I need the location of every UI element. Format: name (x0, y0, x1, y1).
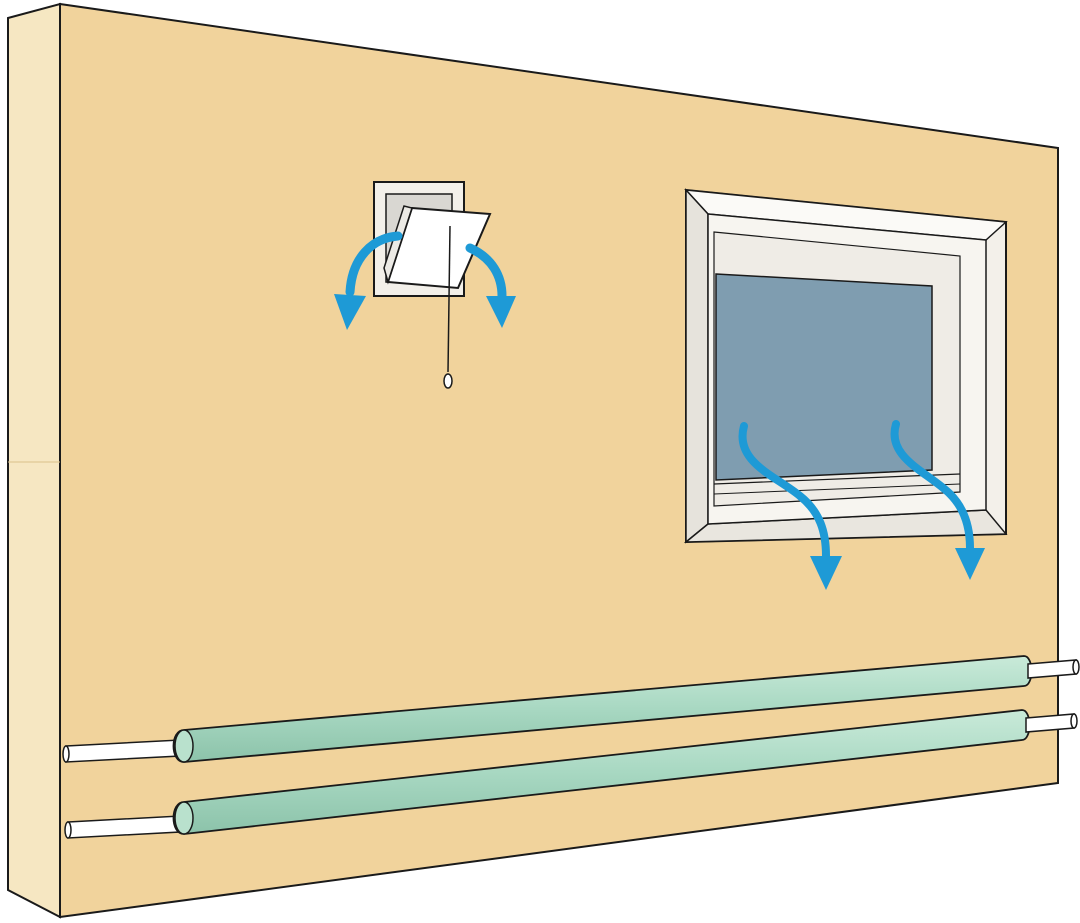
pipe-insulation-upper (172, 655, 1033, 763)
window-glass (715, 273, 933, 481)
airflow-arrow-window-1 (738, 422, 830, 560)
vent-flap-side (383, 205, 413, 285)
window-frame-left-bevel (685, 188, 709, 544)
airflow-arrow-left (345, 231, 403, 297)
pipe-end-left-upper (62, 745, 70, 763)
airflow-arrowhead-window-1 (810, 556, 842, 590)
pipe-end-right-lower (1070, 713, 1078, 729)
window-rail-lower (713, 483, 961, 495)
pull-cord-icon (443, 225, 453, 389)
window-rail (713, 473, 961, 485)
pipe-core-right-lower (1025, 713, 1075, 733)
window-icon (683, 188, 1008, 544)
window-airflow (738, 420, 985, 590)
airflow-arrowhead-right (486, 296, 516, 328)
pipe-insulation-end-lower (174, 801, 194, 835)
airflow-arrowhead-left (334, 294, 366, 330)
pipe-insulation-lower (172, 709, 1031, 835)
airflow-arrowhead-window-2 (955, 548, 985, 580)
pull-cord (447, 225, 451, 373)
pull-cord-knob (443, 373, 453, 389)
airflow-arrow-window-2 (890, 420, 974, 552)
pipe-insulation-end-upper (174, 729, 194, 763)
pipe-core-right-upper (1027, 659, 1077, 679)
pipe-end-left-lower (64, 821, 72, 839)
pipe-end-right-upper (1072, 659, 1080, 675)
wall-side-edge (7, 2, 61, 919)
vent-airflow (334, 231, 516, 330)
insulated-pipe-lower (64, 709, 1078, 839)
insulated-pipe-upper (62, 655, 1080, 763)
airflow-arrow-right (465, 243, 507, 301)
